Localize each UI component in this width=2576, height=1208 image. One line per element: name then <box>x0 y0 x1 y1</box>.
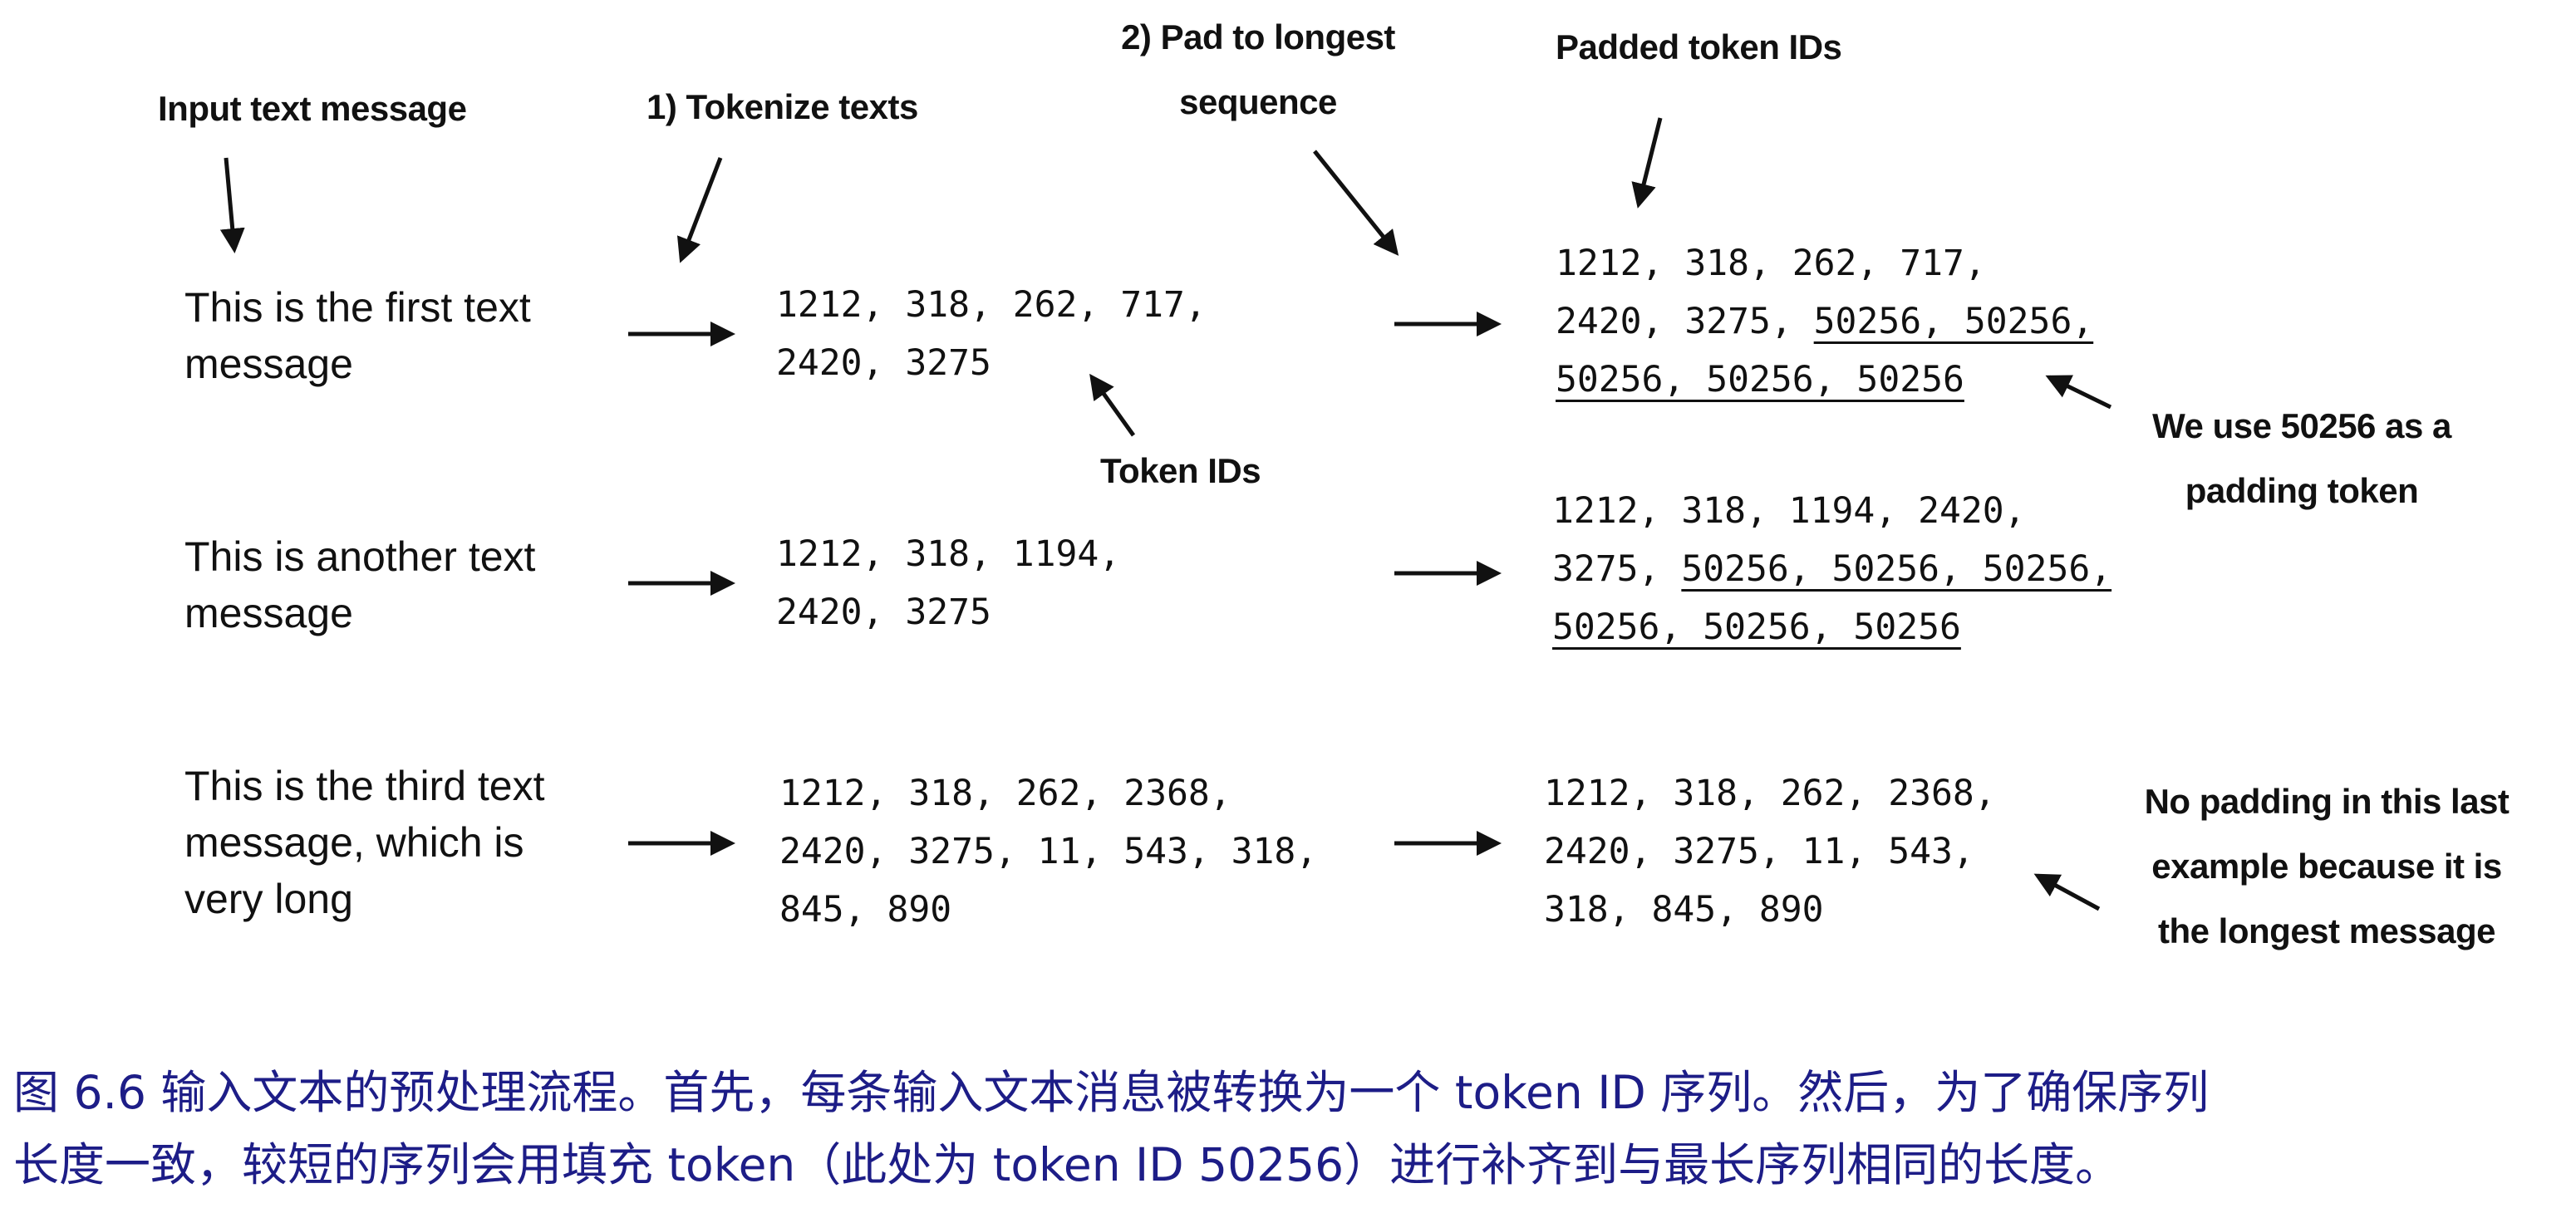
no-padding-note: No padding in this last example because … <box>2111 769 2543 964</box>
no-padding-note-line2: example because it is <box>2151 847 2502 886</box>
row2-message: This is another text message <box>184 528 535 641</box>
row3-message-line1: This is the third text <box>184 763 545 809</box>
row3-token-line2: 2420, 3275, 11, 543, 318, <box>779 831 1318 872</box>
row3-padded-line3-ids: 318, 845, 890 <box>1544 889 1824 931</box>
row2-padded-line3-padding: 50256, 50256, 50256 <box>1552 606 1961 648</box>
row1-token-ids: 1212, 318, 262, 717, 2420, 3275 <box>776 276 1207 392</box>
row3-token-line3: 845, 890 <box>779 889 952 931</box>
padded-token-ids-arrow <box>1631 117 1663 209</box>
pad-label-line2: sequence <box>1179 82 1337 121</box>
no-padding-note-line1: No padding in this last <box>2144 782 2510 821</box>
row1-padded-ids: 1212, 318, 262, 717, 2420, 3275, 50256, … <box>1556 234 2093 409</box>
row3-token-line1: 1212, 318, 262, 2368, <box>779 773 1231 814</box>
row1-padded-line3: 50256, 50256, 50256 <box>1556 351 2093 409</box>
pad-label-line1: 2) Pad to longest <box>1121 17 1395 56</box>
row3-padded-line2-ids: 2420, 3275, 11, 543, <box>1544 831 1974 872</box>
row1-padded-line2-padding: 50256, 50256, <box>1813 301 2094 342</box>
row3-token-ids: 1212, 318, 262, 2368, 2420, 3275, 11, 54… <box>779 764 1317 939</box>
tokenize-arrow <box>676 157 723 263</box>
row3-padded-line1: 1212, 318, 262, 2368, <box>1544 764 1996 823</box>
row2-padded-line1: 1212, 318, 1194, 2420, <box>1552 482 2111 540</box>
row1-message-line2: message <box>184 341 353 387</box>
figure-caption-line1: 图 6.6 输入文本的预处理流程。首先，每条输入文本消息被转换为一个 token… <box>13 1066 2210 1119</box>
pad-arrow <box>1313 150 1399 256</box>
row3-message-line2: message, which is <box>184 819 524 866</box>
row1-token-line1: 1212, 318, 262, 717, <box>776 284 1207 326</box>
row2-token-ids: 1212, 318, 1194, 2420, 3275 <box>776 525 1120 641</box>
row1-token-line2: 2420, 3275 <box>776 342 991 384</box>
row1-padded-line2-ids: 2420, 3275, <box>1556 301 1814 342</box>
token-ids-label: Token IDs <box>1100 451 1261 490</box>
row1-padded-line1: 1212, 318, 262, 717, <box>1556 234 2093 292</box>
row2-message-line2: message <box>184 590 353 636</box>
row2-token-line2: 2420, 3275 <box>776 592 991 633</box>
padding-note-line1: We use 50256 as a <box>2152 406 2451 445</box>
row2-padded-line3: 50256, 50256, 50256 <box>1552 598 2111 656</box>
pad-label: 2) Pad to longest sequence <box>1109 5 1408 135</box>
padding-note: We use 50256 as a padding token <box>2111 394 2493 523</box>
row1-message: This is the first text message <box>184 279 531 392</box>
row3-padded-line3: 318, 845, 890 <box>1544 881 1996 939</box>
figure-caption-line2: 长度一致，较短的序列会用填充 token（此处为 token ID 50256）… <box>13 1138 2121 1191</box>
row1-padded-line1-ids: 1212, 318, 262, 717, <box>1556 243 1986 284</box>
row1-message-line1: This is the first text <box>184 284 531 331</box>
row1-padded-line2: 2420, 3275, 50256, 50256, <box>1556 292 2093 351</box>
row2-token-line1: 1212, 318, 1194, <box>776 533 1121 575</box>
row2-message-line1: This is another text <box>184 533 536 580</box>
padded-token-ids-label: Padded token IDs <box>1556 27 1842 66</box>
row2-padded-ids: 1212, 318, 1194, 2420, 3275, 50256, 5025… <box>1552 482 2111 656</box>
no-padding-note-arrow <box>2033 873 2101 911</box>
row3-message-line3: very long <box>184 876 353 922</box>
row3-padded-line2: 2420, 3275, 11, 543, <box>1544 823 1996 881</box>
row1-padded-line3-padding: 50256, 50256, 50256 <box>1556 359 1964 400</box>
figure-caption: 图 6.6 输入文本的预处理流程。首先，每条输入文本消息被转换为一个 token… <box>13 1057 2209 1201</box>
input-text-message-label: Input text message <box>158 89 467 128</box>
input-text-arrow <box>219 157 245 253</box>
row3-padded-line1-ids: 1212, 318, 262, 2368, <box>1544 773 1996 814</box>
row3-message: This is the third text message, which is… <box>184 758 545 927</box>
row2-padded-line2-ids: 3275, <box>1552 548 1682 590</box>
padding-note-line2: padding token <box>2185 471 2419 510</box>
tokenize-label: 1) Tokenize texts <box>646 87 918 126</box>
row2-padded-line2-padding: 50256, 50256, 50256, <box>1681 548 2112 590</box>
row3-padded-ids: 1212, 318, 262, 2368, 2420, 3275, 11, 54… <box>1544 764 1996 939</box>
row2-padded-line1-ids: 1212, 318, 1194, 2420, <box>1552 490 2026 532</box>
row2-padded-line2: 3275, 50256, 50256, 50256, <box>1552 540 2111 598</box>
no-padding-note-line3: the longest message <box>2158 911 2495 950</box>
